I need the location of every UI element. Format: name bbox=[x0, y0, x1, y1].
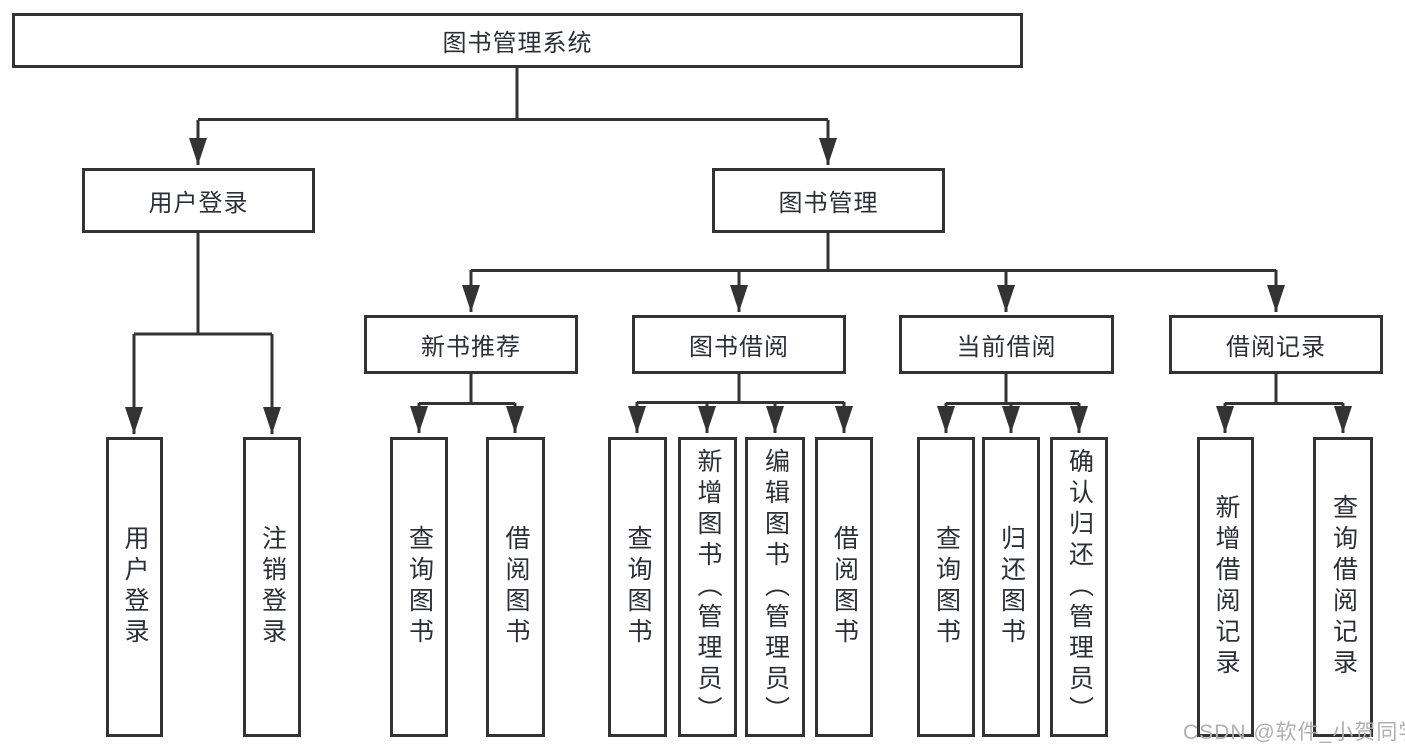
leaf-query-borrow-record: 查询借阅记录 bbox=[1313, 437, 1373, 737]
leaf-query-books-3: 查询图书 bbox=[917, 437, 975, 737]
csdn-watermark: CSDN @软件_小贺同学 bbox=[1183, 721, 1405, 744]
node-root: 图书管理系统 bbox=[12, 13, 1023, 68]
leaf-borrow-books-1: 借阅图书 bbox=[486, 437, 545, 737]
leaf-confirm-return-admin: 确认归还（管理员） bbox=[1050, 437, 1108, 737]
leaf-borrow-books-2: 借阅图书 bbox=[815, 437, 873, 737]
leaf-return-books-label: 归还图书 bbox=[997, 525, 1026, 649]
leaf-query-borrow-record-label: 查询借阅记录 bbox=[1329, 494, 1358, 680]
leaf-add-borrow-record-label: 新增借阅记录 bbox=[1212, 494, 1240, 680]
node-new-book-recommend: 新书推荐 bbox=[364, 315, 578, 374]
leaf-logout-label: 注销登录 bbox=[258, 525, 287, 649]
leaf-add-borrow-record: 新增借阅记录 bbox=[1197, 437, 1254, 737]
node-user-login: 用户登录 bbox=[82, 168, 315, 233]
leaf-query-books-3-label: 查询图书 bbox=[932, 525, 961, 649]
leaf-user-login-label: 用户登录 bbox=[121, 525, 149, 649]
leaf-query-books-1-label: 查询图书 bbox=[405, 525, 434, 649]
node-borrow-records: 借阅记录 bbox=[1169, 315, 1383, 374]
leaf-query-books-1: 查询图书 bbox=[390, 437, 448, 737]
leaf-return-books: 归还图书 bbox=[982, 437, 1040, 737]
node-current-borrow: 当前借阅 bbox=[899, 315, 1114, 374]
leaf-user-login: 用户登录 bbox=[106, 437, 163, 737]
leaf-borrow-books-2-label: 借阅图书 bbox=[830, 525, 859, 649]
leaf-add-book-admin: 新增图书（管理员） bbox=[678, 437, 737, 737]
leaf-logout: 注销登录 bbox=[243, 437, 301, 737]
leaf-edit-book-admin: 编辑图书（管理员） bbox=[745, 437, 805, 737]
leaf-query-books-2-label: 查询图书 bbox=[624, 525, 652, 649]
node-book-management: 图书管理 bbox=[712, 168, 945, 233]
leaf-add-book-admin-label: 新增图书（管理员） bbox=[694, 447, 722, 727]
leaf-confirm-return-admin-label: 确认归还（管理员） bbox=[1065, 447, 1094, 727]
leaf-borrow-books-1-label: 借阅图书 bbox=[502, 525, 530, 649]
leaf-edit-book-admin-label: 编辑图书（管理员） bbox=[761, 447, 790, 727]
node-book-borrow: 图书借阅 bbox=[632, 315, 846, 374]
leaf-query-books-2: 查询图书 bbox=[608, 437, 667, 737]
